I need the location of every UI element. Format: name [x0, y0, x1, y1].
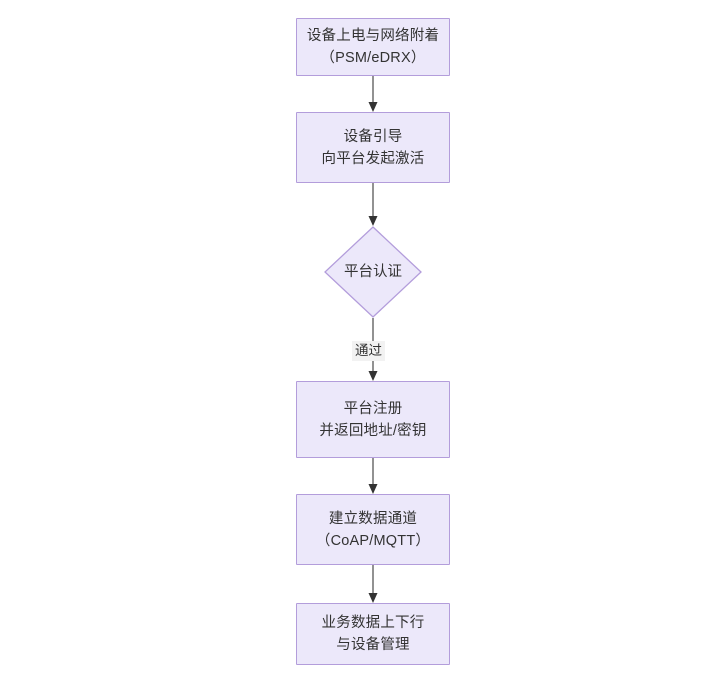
node-data-line1: 业务数据上下行	[321, 615, 425, 631]
node-auth-label: 平台认证	[344, 264, 402, 280]
node-power-on-line2: （PSM/eDRX）	[320, 50, 426, 66]
edge-arrow-2	[368, 216, 378, 226]
edge-label-pass: 通过	[352, 341, 385, 361]
node-register-line1: 平台注册	[343, 400, 403, 417]
node-channel[interactable]: 建立数据通道 （CoAP/MQTT）	[296, 494, 450, 565]
node-channel-line2: （CoAP/MQTT）	[315, 532, 431, 549]
node-bootstrap-line2: 向平台发起激活	[321, 150, 425, 167]
node-auth[interactable]: 平台认证	[324, 226, 422, 318]
node-bootstrap[interactable]: 设备引导 向平台发起激活	[296, 112, 450, 183]
diamond-shape	[324, 226, 422, 318]
node-register[interactable]: 平台注册 并返回地址/密钥	[296, 381, 450, 458]
edge-arrow-5	[368, 593, 378, 603]
node-bootstrap-line1: 设备引导	[343, 128, 403, 145]
node-channel-line1: 建立数据通道	[328, 510, 418, 527]
node-register-line2: 并返回地址/密钥	[319, 422, 427, 439]
edge-arrow-1	[368, 102, 378, 112]
node-power-on-line1: 设备上电与网络附着	[306, 28, 440, 44]
node-data-line2: 与设备管理	[336, 637, 410, 653]
edge-arrow-4	[368, 484, 378, 494]
node-power-on[interactable]: 设备上电与网络附着 （PSM/eDRX）	[296, 18, 450, 76]
node-data[interactable]: 业务数据上下行 与设备管理	[296, 603, 450, 665]
edge-arrow-3	[368, 371, 378, 381]
